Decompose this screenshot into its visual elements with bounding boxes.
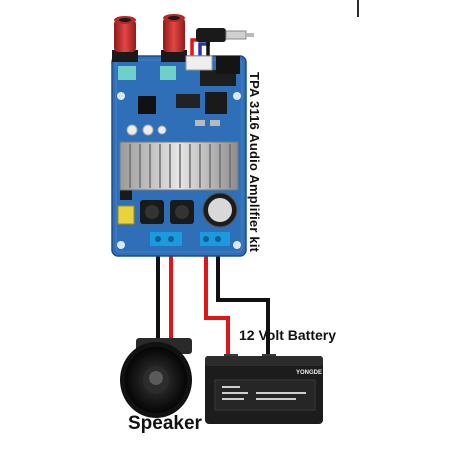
volume-knob-icon [112,16,138,62]
battery-label: 12 Volt Battery [239,327,336,343]
speaker-label: Speaker [128,413,202,434]
volume-knob-icon [161,14,187,62]
speaker-wires [156,248,173,345]
module-title: TPA 3116 Audio Amplifier kit [247,72,262,253]
battery-brand: YONGDE [296,370,323,376]
audio-jack-icon [185,28,254,74]
heatsink-icon [119,141,239,191]
battery-icon [205,354,323,424]
speaker-icon [120,338,192,418]
battery-wires [204,248,270,362]
divider-mark [357,0,359,17]
